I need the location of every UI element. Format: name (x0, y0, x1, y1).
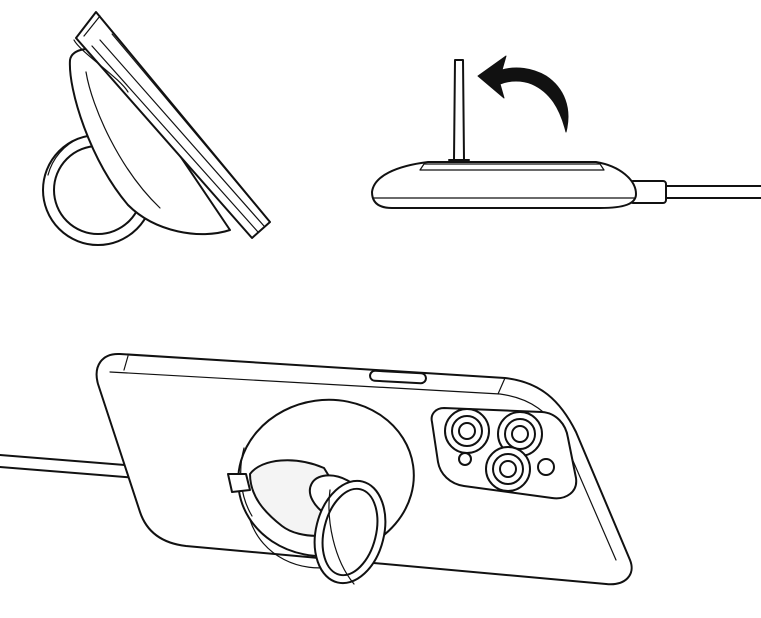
curved-arrow-icon (478, 56, 568, 132)
sensor-icon (538, 459, 554, 475)
flash-icon (459, 453, 471, 465)
camera-lens-icon (486, 447, 530, 491)
finger-ring-icon (304, 473, 395, 590)
camera-lens-icon (445, 409, 489, 453)
charger-flat-with-lift-arrow (372, 56, 761, 208)
phone-on-stand-side-view (43, 12, 270, 245)
camera-lens-icon (498, 412, 542, 456)
stand-pin (454, 60, 464, 160)
camera-module (432, 408, 577, 498)
phone-with-ring-and-cable (0, 354, 632, 591)
side-button (370, 371, 426, 384)
charger-flat-body (372, 162, 636, 208)
charging-cable-icon (630, 181, 761, 203)
